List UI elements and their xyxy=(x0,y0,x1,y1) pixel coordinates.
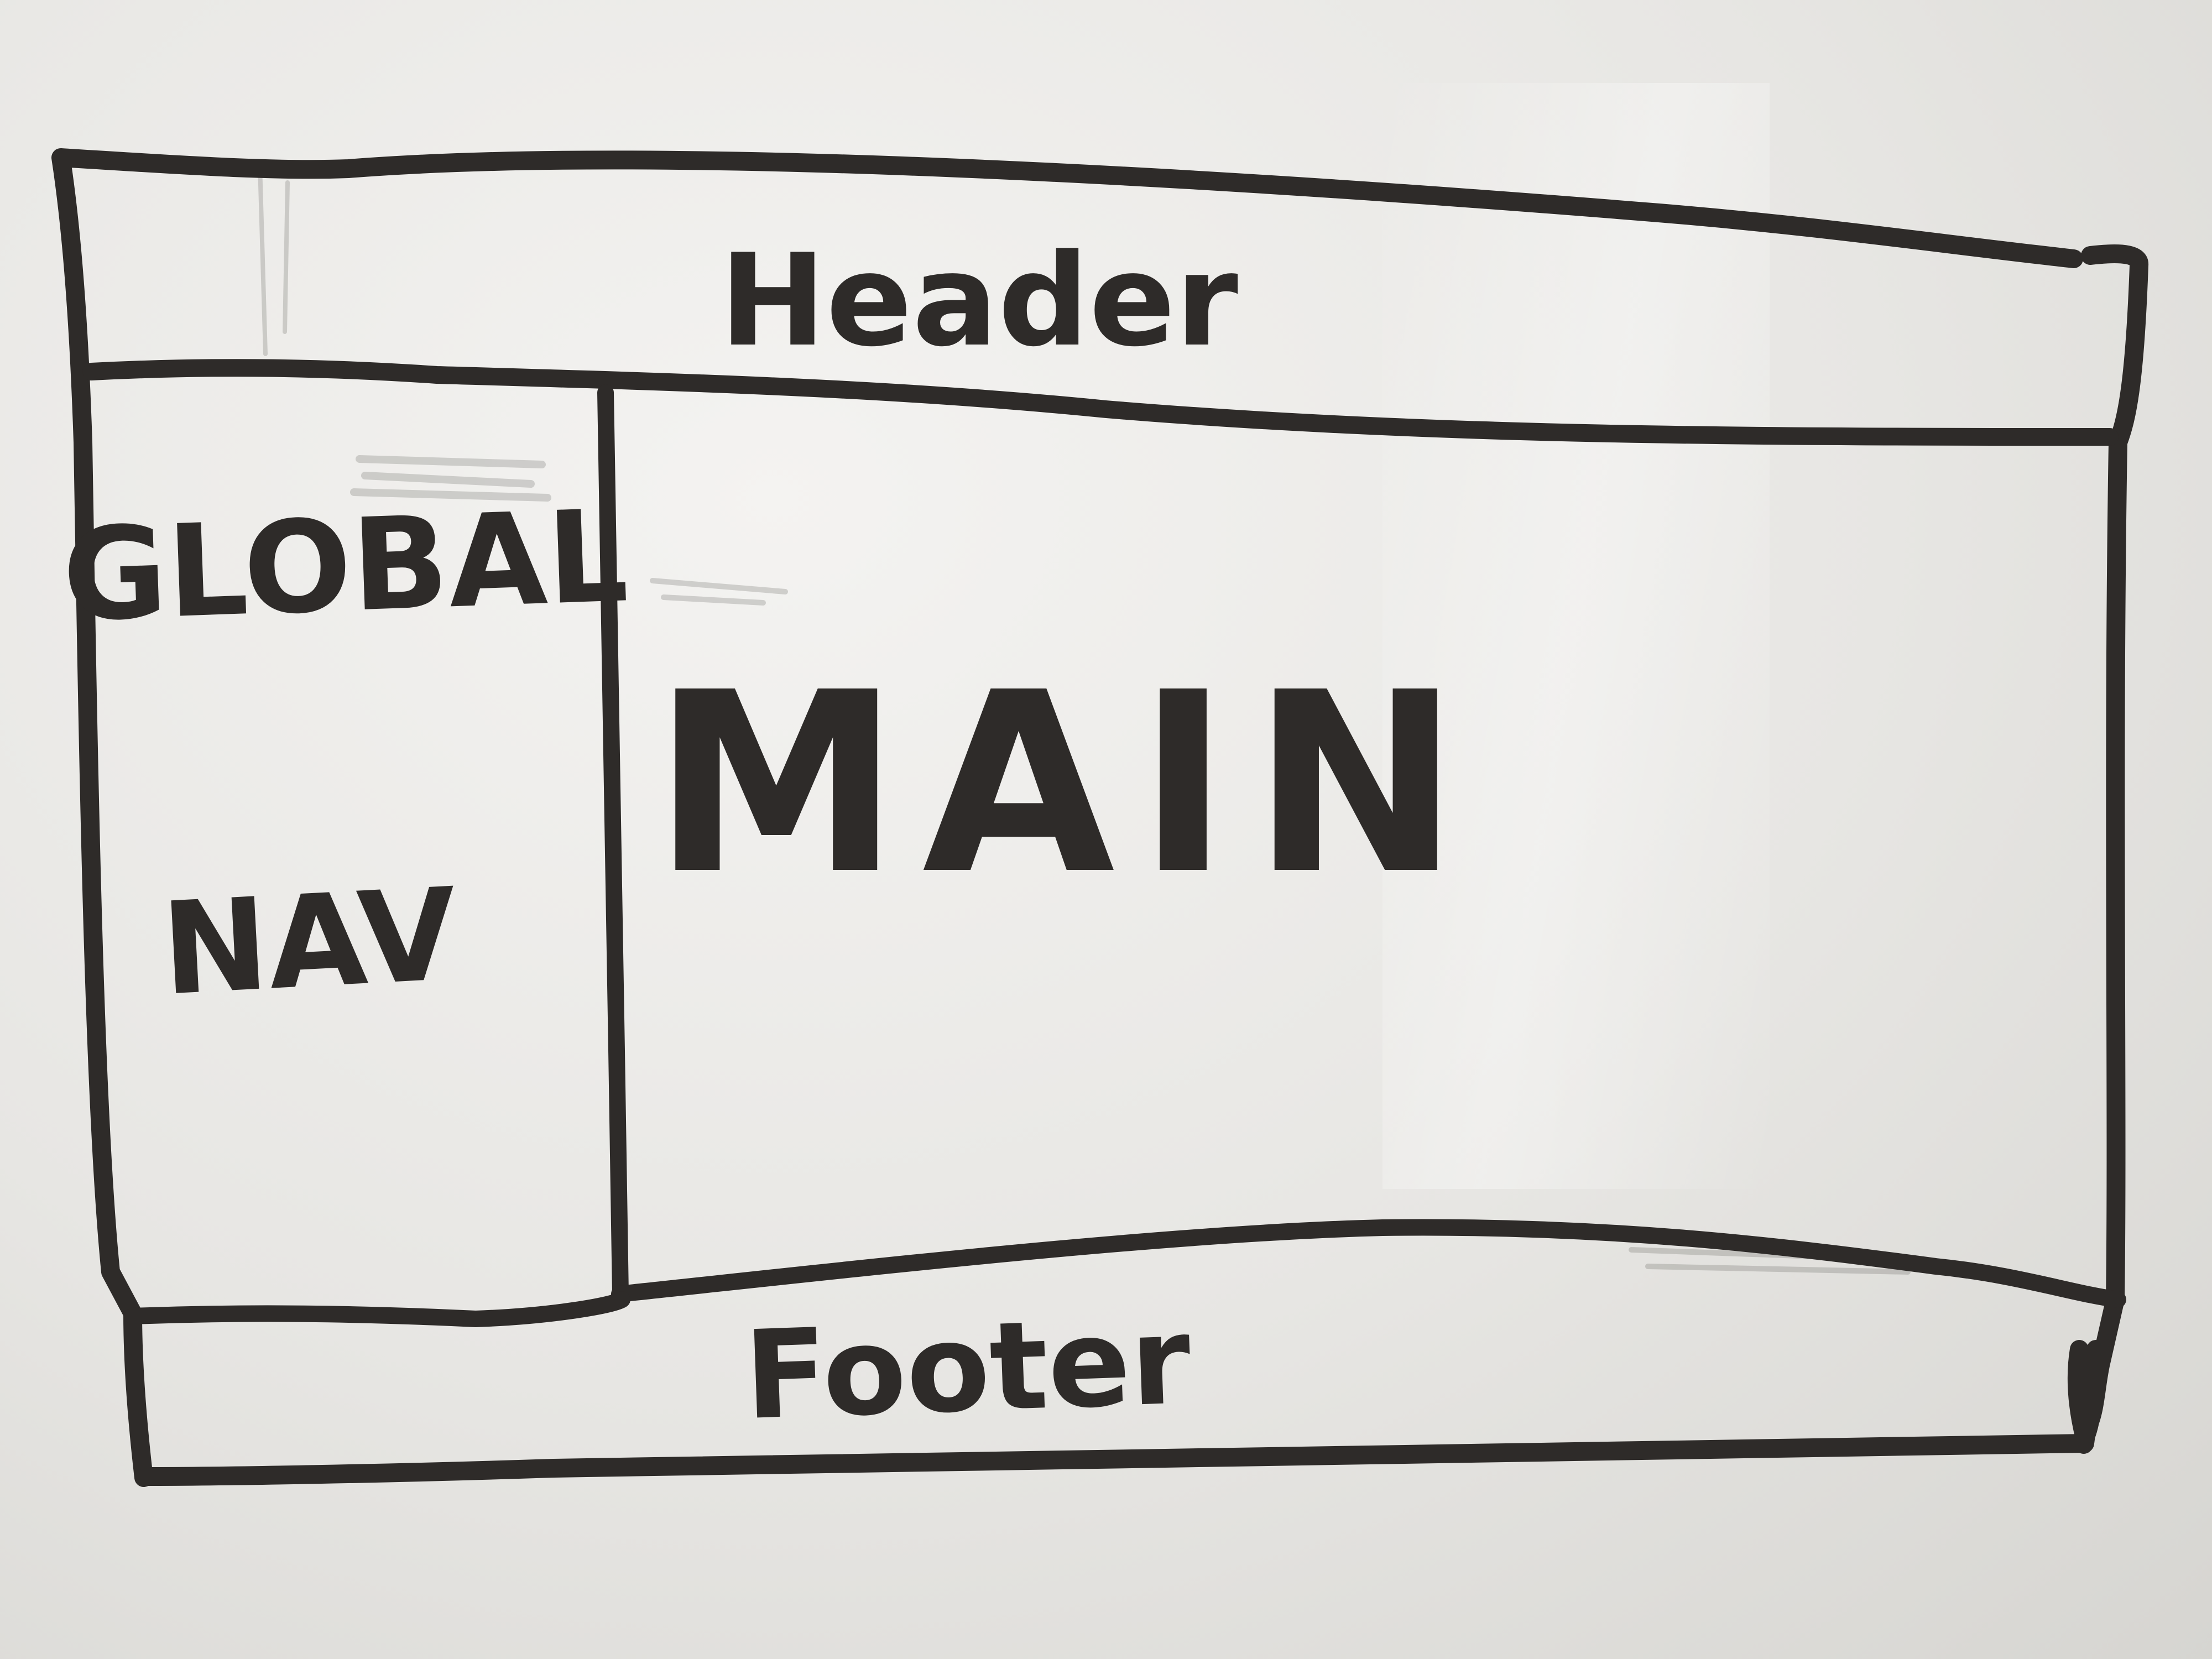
footer-label: Footer xyxy=(742,1290,1193,1447)
nav-main-divider xyxy=(597,384,629,1302)
smudge-mark xyxy=(258,164,290,356)
footer-divider xyxy=(124,1291,630,1327)
global-nav-label-line2: NAV xyxy=(158,861,460,1024)
outer-frame xyxy=(51,148,2148,1487)
main-label: MAIN xyxy=(653,639,1482,929)
smudge-mark xyxy=(350,455,551,502)
header-label: Header xyxy=(719,227,1238,375)
header-divider xyxy=(82,359,2119,446)
smudge-mark xyxy=(650,578,788,606)
main-divider xyxy=(611,1219,2126,1308)
global-nav-label-line1: GLOBAL xyxy=(60,483,630,650)
